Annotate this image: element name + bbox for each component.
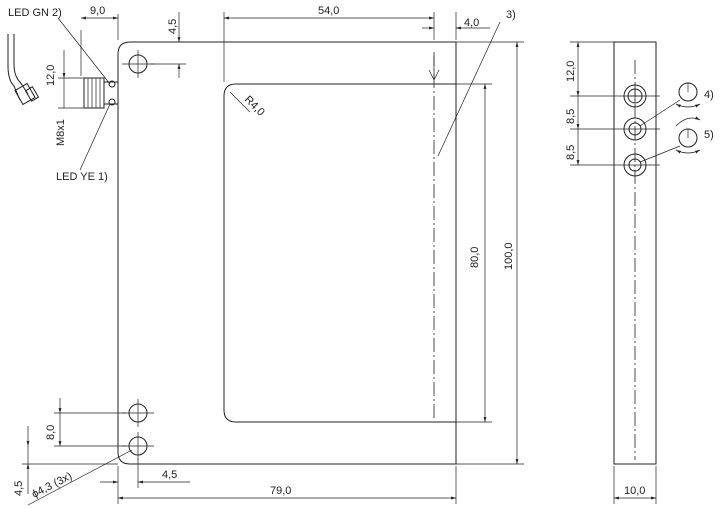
- dim-4-5-bottom: 4,5: [162, 469, 177, 481]
- dim-54-0: 54,0: [318, 5, 339, 17]
- dim-r4-0: R4,0: [242, 94, 267, 119]
- dim-80-0: 80,0: [469, 247, 481, 268]
- dim-4-0: 4,0: [464, 17, 479, 29]
- frame-cutout: [223, 83, 456, 423]
- led-green-icon: [108, 80, 116, 88]
- dim-9-0: 9,0: [90, 5, 105, 17]
- labels: LED GN 2) LED YE 1) 3) 4) 5) M8x1 9,0 4,…: [8, 5, 714, 501]
- side-body: [613, 41, 657, 465]
- ref-4-label: 4): [704, 89, 714, 101]
- ref-5-label: 5): [704, 129, 714, 141]
- dim-12-0-left: 12,0: [45, 65, 57, 86]
- direction-arrow: [428, 69, 440, 81]
- dim-8-0: 8,0: [45, 425, 57, 440]
- dim-hole-diameter: ϕ4,3 (3x): [30, 470, 74, 500]
- led-gn-label: LED GN 2): [8, 7, 62, 19]
- m8-label: M8x1: [55, 119, 67, 146]
- dim-100-0: 100,0: [503, 242, 515, 270]
- cable-plug-icon: [7, 34, 40, 106]
- dim-12-0-right: 12,0: [565, 61, 577, 82]
- dim-4-5-left: 4,5: [13, 481, 25, 496]
- frame-outline: [117, 41, 457, 465]
- dim-79-0: 79,0: [270, 485, 291, 497]
- dim-4-5-top: 4,5: [167, 19, 179, 34]
- dim-10-0: 10,0: [624, 485, 645, 497]
- side-view: [570, 41, 701, 504]
- ref-3-label: 3): [506, 9, 516, 21]
- m8-connector: [83, 77, 119, 109]
- dim-8-5-a: 8,5: [565, 109, 577, 124]
- dim-8-5-b: 8,5: [565, 145, 577, 160]
- front-view: [7, 12, 524, 506]
- led-ye-label: LED YE 1): [56, 171, 108, 183]
- led-yellow-icon: [108, 98, 116, 106]
